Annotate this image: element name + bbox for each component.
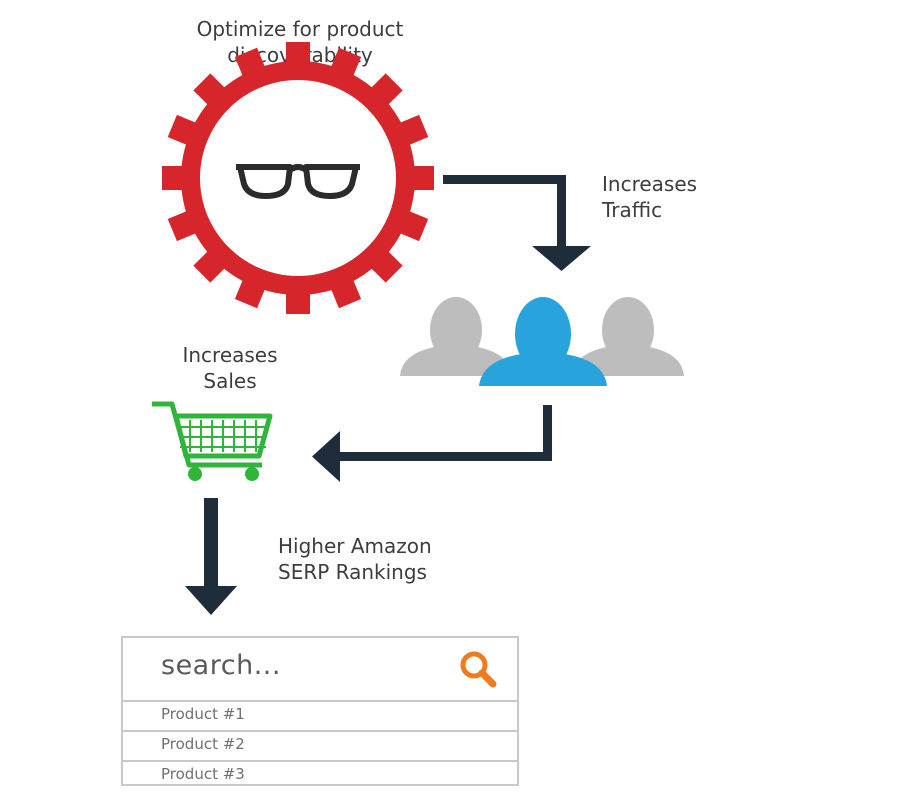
step-traffic-line2: Traffic [602, 198, 663, 222]
search-icon[interactable] [459, 650, 497, 688]
step-traffic-label: Increases Traffic [602, 171, 762, 223]
step-traffic-line1: Increases [602, 172, 698, 196]
step-serp-line1: Higher Amazon [278, 534, 432, 558]
glasses-icon [236, 164, 360, 199]
gear-icon [162, 42, 434, 314]
arrow-to-sales [312, 405, 552, 482]
step-serp-line2: SERP Rankings [278, 560, 427, 584]
result-row-1[interactable]: Product #1 [123, 702, 517, 732]
shopping-cart-icon [152, 401, 273, 481]
result-row-3[interactable]: Product #3 [123, 762, 517, 790]
step-sales-line1: Increases [182, 343, 278, 367]
arrow-to-traffic [443, 175, 591, 271]
result-row-2[interactable]: Product #2 [123, 732, 517, 762]
result-label: Product #3 [161, 765, 245, 783]
step-optimize-line1: Optimize for product [196, 17, 404, 41]
search-placeholder: search... [161, 650, 281, 681]
users-icon [400, 297, 684, 386]
result-label: Product #2 [161, 735, 245, 753]
step-serp-label: Higher Amazon SERP Rankings [278, 533, 538, 585]
search-results-box: search... Product #1 Product #2 Product … [121, 636, 519, 786]
arrow-to-serp [185, 498, 237, 615]
search-bar[interactable]: search... [123, 638, 517, 702]
step-sales-line2: Sales [203, 369, 257, 393]
step-sales-label: Increases Sales [150, 342, 310, 394]
result-label: Product #1 [161, 705, 245, 723]
